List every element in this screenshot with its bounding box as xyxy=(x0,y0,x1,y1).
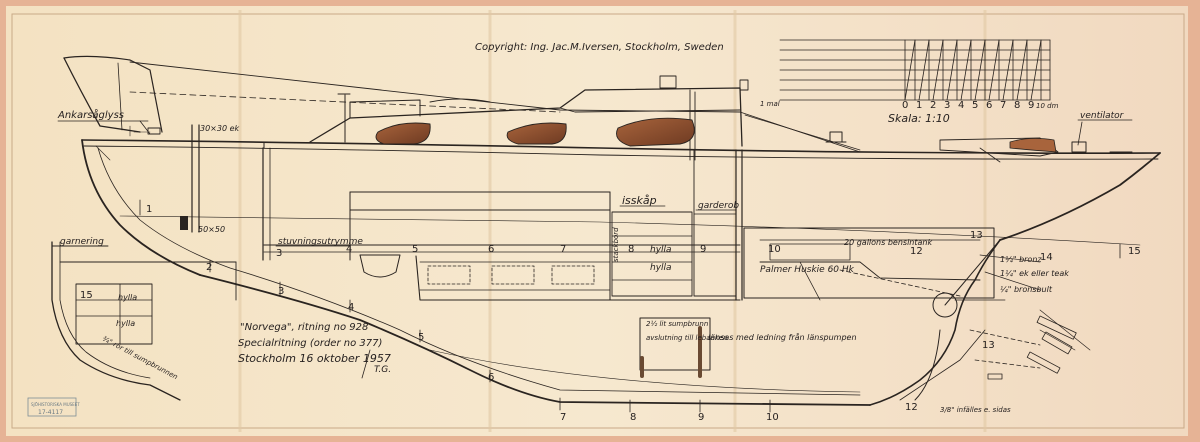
sump-note-1: 2½ lit sumpbrunn xyxy=(646,320,708,328)
frame-50x50-label: 50×50 xyxy=(198,225,225,234)
ankarsaglyss-label: Ankarsåglyss xyxy=(57,108,124,121)
station-number: 4 xyxy=(348,302,354,313)
sump-note-2: avslutning till lebanken xyxy=(646,334,728,342)
motor-label: Palmer Huskie 60 Hk xyxy=(760,265,855,275)
inset-hylla-label: hylla xyxy=(118,293,137,302)
drawing-title: "Norvega", ritning no 928 xyxy=(240,322,368,333)
station-number: 9 xyxy=(698,412,704,423)
bow-pulpit xyxy=(63,55,163,133)
drawing-subtitle: Specialritning (order no 377) xyxy=(238,338,382,349)
station-numbers: 1 2 3 4 5 6 7 8 9 10 15 5 6 7 8 9 10 4 3… xyxy=(146,204,1141,423)
station-number: 13 xyxy=(970,230,983,241)
station-number: 3 xyxy=(276,248,282,259)
stamp-number: 17-4117 xyxy=(38,409,63,416)
deck-fittings xyxy=(825,131,1133,163)
rudder-assembly xyxy=(899,239,1091,401)
scale-tick: 3 xyxy=(944,100,950,111)
station-number: 8 xyxy=(628,244,634,255)
frame-30x30-label: 30×30 ek xyxy=(200,124,240,133)
copyright-text: Copyright: Ing. Jac.M.Iversen, Stockholm… xyxy=(475,42,724,53)
bow-details xyxy=(95,125,151,161)
station-number: 5 xyxy=(418,332,424,343)
porthole xyxy=(506,122,567,145)
drawing-date: Stockholm 16 oktober 1957 xyxy=(238,352,391,365)
porthole xyxy=(616,117,695,147)
station-number: 2 xyxy=(206,262,212,273)
scale-tick: 6 xyxy=(986,100,992,111)
stuvningsutrymme-label: stuvningsutrymme xyxy=(278,237,363,247)
station-number: 6 xyxy=(488,372,494,383)
paper-frame xyxy=(11,13,1185,429)
scale-tick: 4 xyxy=(958,100,964,111)
scale-tick: 7 xyxy=(1000,100,1006,111)
stamp-text: SJÖHISTORISKA MUSEET xyxy=(31,402,80,407)
station-number: 9 xyxy=(700,244,706,255)
station-number: 10 xyxy=(768,244,781,255)
scale-bar xyxy=(779,39,1051,101)
hylla-label: hylla xyxy=(650,245,672,255)
inset-hylla-label: hylla xyxy=(116,319,135,328)
station-number: 4 xyxy=(346,244,352,255)
hylla-label: hylla xyxy=(650,263,672,273)
station-number: 5 xyxy=(412,244,418,255)
frame-number-14: 14 xyxy=(1040,252,1053,263)
station-marks xyxy=(139,199,1121,413)
frame-number-13: 13 xyxy=(982,340,995,351)
paper-sheet xyxy=(6,6,1188,436)
garnering-label: garnering xyxy=(60,237,104,247)
scale-tick: 0 xyxy=(902,100,908,111)
frame-number-12: 12 xyxy=(905,402,918,413)
museum-stamp: SJÖHISTORISKA MUSEET 17-4117 xyxy=(27,397,80,417)
bronz-label: 1¼" bronz xyxy=(1000,255,1042,264)
station-number: 8 xyxy=(630,412,636,423)
stackbord-label: stackbord xyxy=(612,227,620,262)
scale-tick: 2 xyxy=(930,100,936,111)
deckhouse xyxy=(129,61,861,161)
infalles-label: 3/8" infälles e. sidas xyxy=(940,406,1011,414)
station-number: 7 xyxy=(560,244,566,255)
inset-section xyxy=(51,241,237,401)
scale-unit-right: 10 dm xyxy=(1036,102,1059,110)
scale-tick: 9 xyxy=(1028,100,1034,111)
scale-tick: 1 xyxy=(916,100,922,111)
ventilator-label: ventilator xyxy=(1080,111,1125,121)
scale-ticks: 0 1 2 3 4 5 6 7 8 9 xyxy=(902,100,1034,111)
scale-tick: 5 xyxy=(972,100,978,111)
interior-structure xyxy=(262,141,743,301)
scale-tick: 8 xyxy=(1014,100,1020,111)
station-number: 6 xyxy=(488,244,494,255)
bensintank-label: 20 gallons bensintank xyxy=(844,238,932,247)
station-number: 7 xyxy=(560,412,566,423)
lansas-label: länsas med ledning från länspumpen xyxy=(708,332,857,342)
inset-frame-15: 15 xyxy=(80,290,93,301)
porthole xyxy=(375,122,431,145)
scale-label: Skala: 1:10 xyxy=(888,112,950,125)
station-number: 3 xyxy=(278,286,284,297)
station-number: 1 xyxy=(146,204,152,215)
portholes xyxy=(375,117,695,147)
garderob-label: garderob xyxy=(698,201,739,211)
station-number: 10 xyxy=(766,412,779,423)
ek-teak-label: 1¼" ek eller teak xyxy=(1000,269,1069,278)
drawing-initials: T.G. xyxy=(374,365,391,375)
station-number: 12 xyxy=(910,246,923,257)
frame-block xyxy=(180,216,188,230)
station-number: 15 xyxy=(1128,246,1141,257)
scale-unit-left: 1 mal xyxy=(760,100,780,108)
engine-compartment xyxy=(743,227,995,301)
bronsbult-label: ¼" bronsbult xyxy=(1000,285,1053,294)
isskap-label: isskåp xyxy=(622,194,657,207)
sump-note-box xyxy=(639,317,711,378)
